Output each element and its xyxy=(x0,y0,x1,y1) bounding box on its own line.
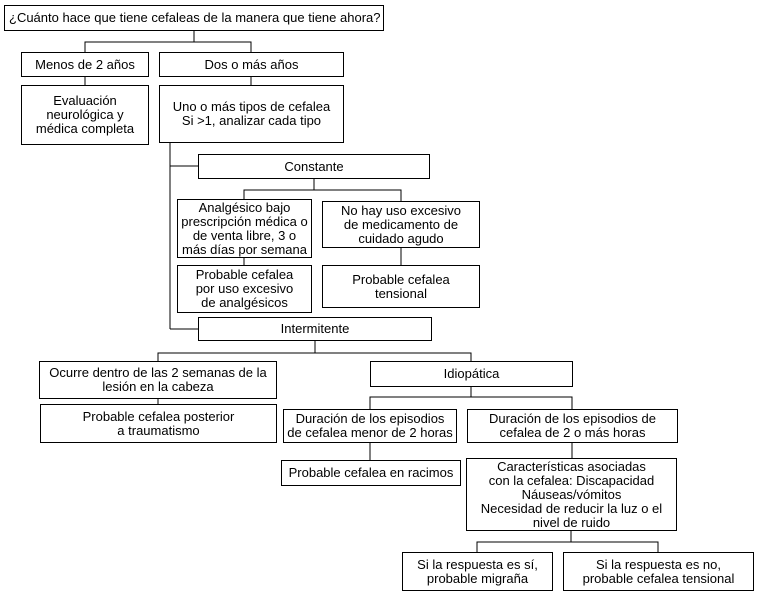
flow-box-probable-posttraumatic-headache: Probable cefalea posterior a traumatismo xyxy=(40,404,277,443)
flow-box-duration-less-than-2-hours: Duración de los episodios de cefalea men… xyxy=(283,409,457,443)
flow-box-one-or-more-types: Uno o más tipos de cefalea Si >1, analiz… xyxy=(159,85,344,143)
flow-box-within-2-weeks-head-injury: Ocurre dentro de las 2 semanas de la les… xyxy=(39,361,277,399)
flow-box-analgesic-use: Analgésico bajo prescripción médica o de… xyxy=(177,199,312,258)
flow-box-two-or-more-years: Dos o más años xyxy=(159,52,344,77)
flow-box-question-duration: ¿Cuánto hace que tiene cefaleas de la ma… xyxy=(4,5,384,31)
flow-box-answer-yes-probable-migraine: Si la respuesta es sí, probable migraña xyxy=(402,552,553,591)
flow-box-answer-no-probable-tension-headache: Si la respuesta es no, probable cefalea … xyxy=(563,552,754,591)
flow-box-idiopathic: Idiopática xyxy=(370,361,573,387)
flow-box-less-than-2-years: Menos de 2 años xyxy=(21,52,149,77)
flow-box-probable-tension-headache: Probable cefalea tensional xyxy=(322,265,480,308)
flow-box-no-excessive-medication: No hay uso excesivo de medicamento de cu… xyxy=(322,201,480,248)
flow-box-constant: Constante xyxy=(198,154,430,179)
flow-box-associated-characteristics: Características asociadas con la cefalea… xyxy=(466,458,677,531)
flow-box-intermittent: Intermitente xyxy=(198,317,432,341)
flow-box-duration-2-or-more-hours: Duración de los episodios de cefalea de … xyxy=(467,409,678,443)
flow-box-probable-analgesic-overuse-headache: Probable cefalea por uso excesivo de ana… xyxy=(177,265,312,313)
flow-box-neurological-evaluation: Evaluación neurológica y médica completa xyxy=(21,85,149,145)
flow-box-probable-cluster-headache: Probable cefalea en racimos xyxy=(281,460,461,486)
